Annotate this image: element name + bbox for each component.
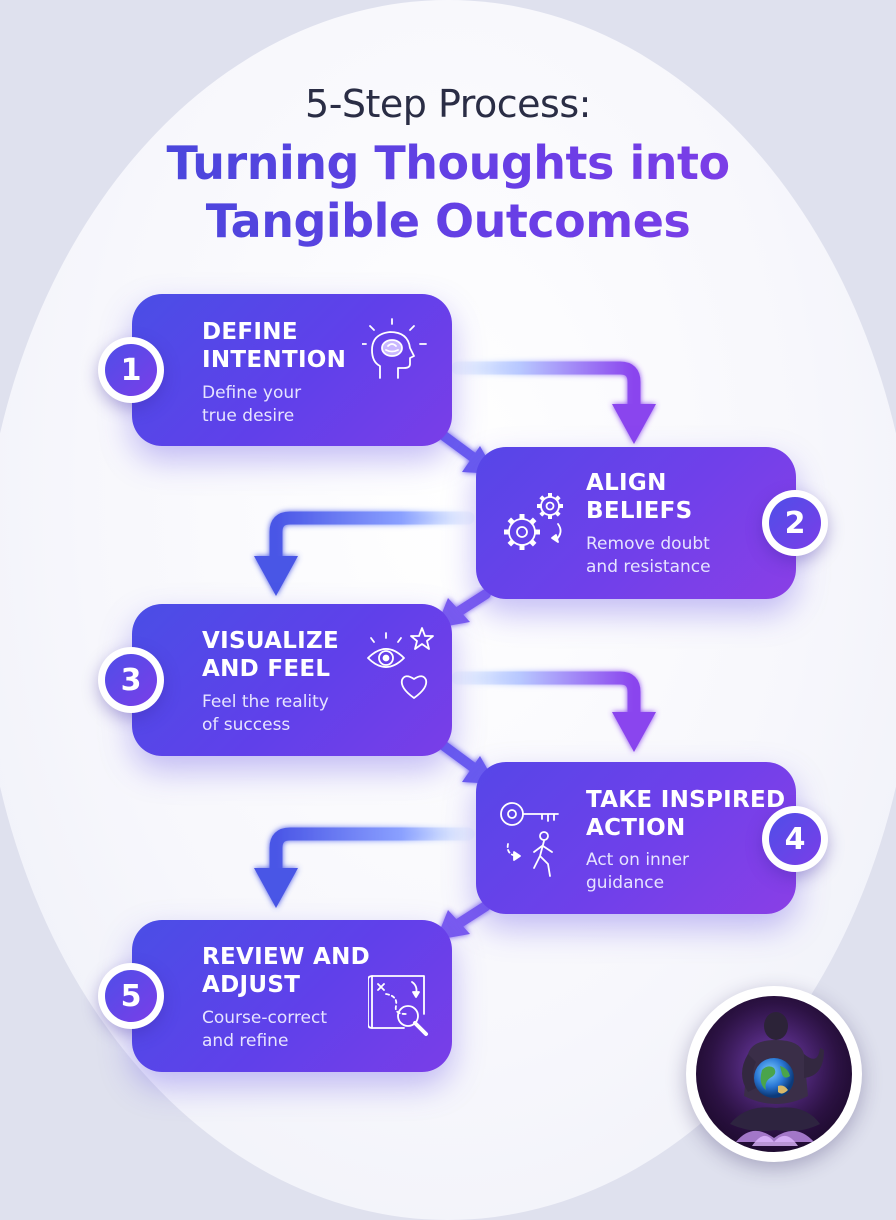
map-magnifier-icon	[368, 975, 428, 1036]
step-number-badge-1: 1	[98, 337, 164, 403]
step-number-badge-4: 4	[762, 806, 828, 872]
step-desc-5: Course-correct and refine	[202, 1008, 328, 1051]
title-subheading: 5-Step Process:	[305, 82, 591, 126]
step-card-2	[476, 447, 796, 599]
step-card-5	[132, 920, 452, 1072]
step-number-badge-2: 2	[762, 490, 828, 556]
step-number-4: 4	[769, 813, 821, 865]
step-number-badge-5: 5	[98, 963, 164, 1029]
avatar	[686, 986, 862, 1162]
step-desc-1: Define your true desire	[202, 383, 302, 426]
avatar-image	[696, 996, 852, 1152]
step-number-1: 1	[105, 344, 157, 396]
step-card-4	[476, 762, 796, 914]
step-number-2: 2	[769, 497, 821, 549]
step-title-2: ALIGN BELIEFS	[586, 470, 693, 524]
gears-icon	[504, 493, 563, 550]
step-card-3	[132, 604, 452, 756]
arrow-3-to-4	[451, 671, 656, 752]
step-title-3: VISUALIZE AND FEEL	[202, 628, 339, 682]
step-number-badge-3: 3	[98, 647, 164, 713]
step-number-5: 5	[105, 970, 157, 1022]
brain-head-icon	[362, 318, 427, 379]
step-desc-4: Act on inner guidance	[586, 850, 690, 893]
arrow-2-to-3	[254, 511, 475, 596]
step-title-5: REVIEW AND ADJUST	[202, 944, 371, 998]
meditating-figure-globe-icon	[696, 996, 852, 1152]
eye-star-heart-icon	[367, 627, 434, 699]
step-title-4: TAKE INSPIRED ACTION	[586, 787, 786, 841]
step-number-3: 3	[105, 654, 157, 706]
arrow-4-to-5	[254, 827, 475, 908]
step-desc-3: Feel the reality of success	[202, 692, 329, 735]
key-walking-person-icon	[500, 802, 559, 877]
step-title-1: DEFINE INTENTION	[202, 319, 347, 373]
step-desc-2: Remove doubt and resistance	[586, 534, 711, 577]
arrow-1-to-2	[451, 361, 656, 444]
